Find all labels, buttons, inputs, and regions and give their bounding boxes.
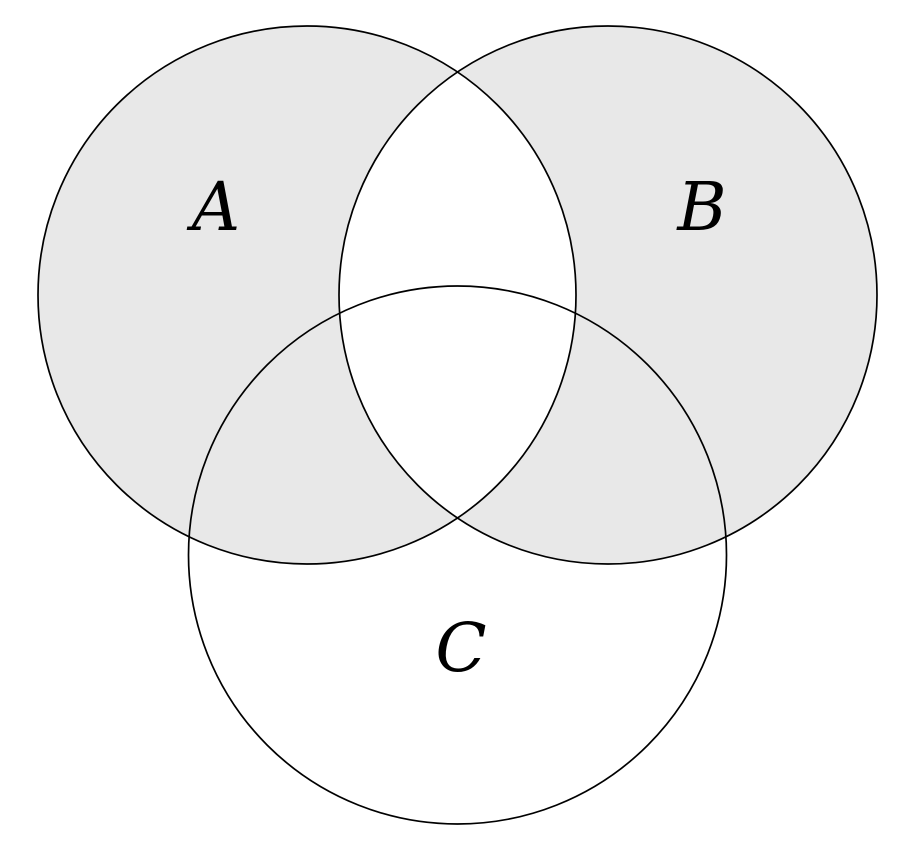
- shaded-region-a-xor-b: [38, 25, 877, 565]
- circle-c-outline: [187, 285, 728, 825]
- set-label-b: B: [675, 168, 726, 246]
- circle-a-outline: [37, 25, 577, 565]
- set-label-a: A: [186, 168, 240, 246]
- circle-b-outline: [338, 25, 878, 565]
- set-label-c: C: [435, 609, 486, 687]
